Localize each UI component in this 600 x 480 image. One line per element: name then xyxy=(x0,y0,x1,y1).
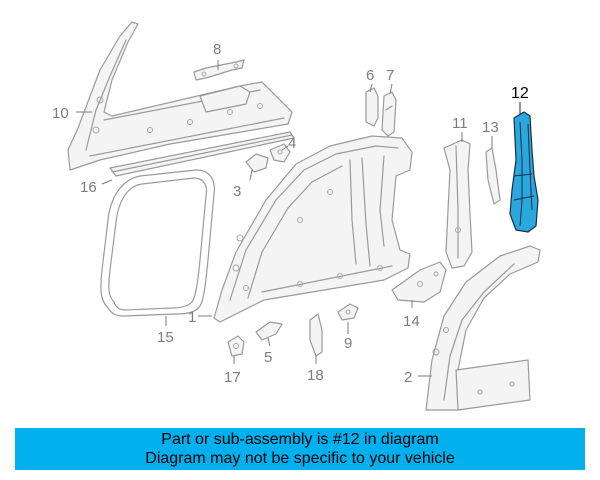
part-10-roof-rail xyxy=(67,21,293,171)
callout-numbers: 10 8 16 15 1 3 4 6 7 11 12 13 14 5 9 17 … xyxy=(52,41,529,386)
banner-line-1: Part or sub-assembly is #12 in diagram xyxy=(161,431,439,448)
callout-7: 7 xyxy=(386,67,394,84)
part-3-bracket xyxy=(245,153,269,173)
leader-lines xyxy=(76,60,521,377)
part-7-reinforcement xyxy=(381,91,397,137)
part-17-clip xyxy=(227,335,245,357)
callout-1: 1 xyxy=(188,309,196,326)
callout-2: 2 xyxy=(404,369,412,386)
banner-line-2: Diagram may not be specific to your vehi… xyxy=(145,450,455,467)
callout-16: 16 xyxy=(80,179,97,196)
callout-12: 12 xyxy=(511,85,529,102)
part-6-reinforcement xyxy=(365,87,379,127)
callout-10: 10 xyxy=(52,105,69,122)
part-16-rocker-strip xyxy=(109,131,295,177)
part-11-b-pillar xyxy=(443,139,473,269)
part-15-door-seal xyxy=(100,169,215,317)
callout-4: 4 xyxy=(288,135,296,152)
callout-9: 9 xyxy=(344,335,352,352)
callout-8: 8 xyxy=(213,41,221,58)
part-14-bracket-assembly xyxy=(391,261,447,303)
callout-18: 18 xyxy=(307,367,324,384)
callout-17: 17 xyxy=(224,369,241,386)
part-1-side-panel xyxy=(213,135,413,323)
callout-13: 13 xyxy=(482,119,499,136)
callout-14: 14 xyxy=(403,313,420,330)
part-2-door-frame xyxy=(425,245,541,411)
part-9-bracket xyxy=(337,303,359,321)
callout-11: 11 xyxy=(452,115,468,132)
callout-5: 5 xyxy=(264,349,272,366)
part-8-bracket xyxy=(193,59,245,81)
part-5-bracket xyxy=(255,321,283,341)
callout-3: 3 xyxy=(233,183,241,200)
part-12-b-pillar-reinforcement xyxy=(509,111,539,233)
parts-diagram: 10 8 16 15 1 3 4 6 7 11 12 13 14 5 9 17 … xyxy=(52,21,541,411)
callout-15: 15 xyxy=(157,329,174,346)
part-13-strip xyxy=(485,147,501,205)
callout-6: 6 xyxy=(366,67,374,84)
info-banner: Part or sub-assembly is #12 in diagram D… xyxy=(15,428,585,470)
part-18-brace xyxy=(309,313,323,357)
